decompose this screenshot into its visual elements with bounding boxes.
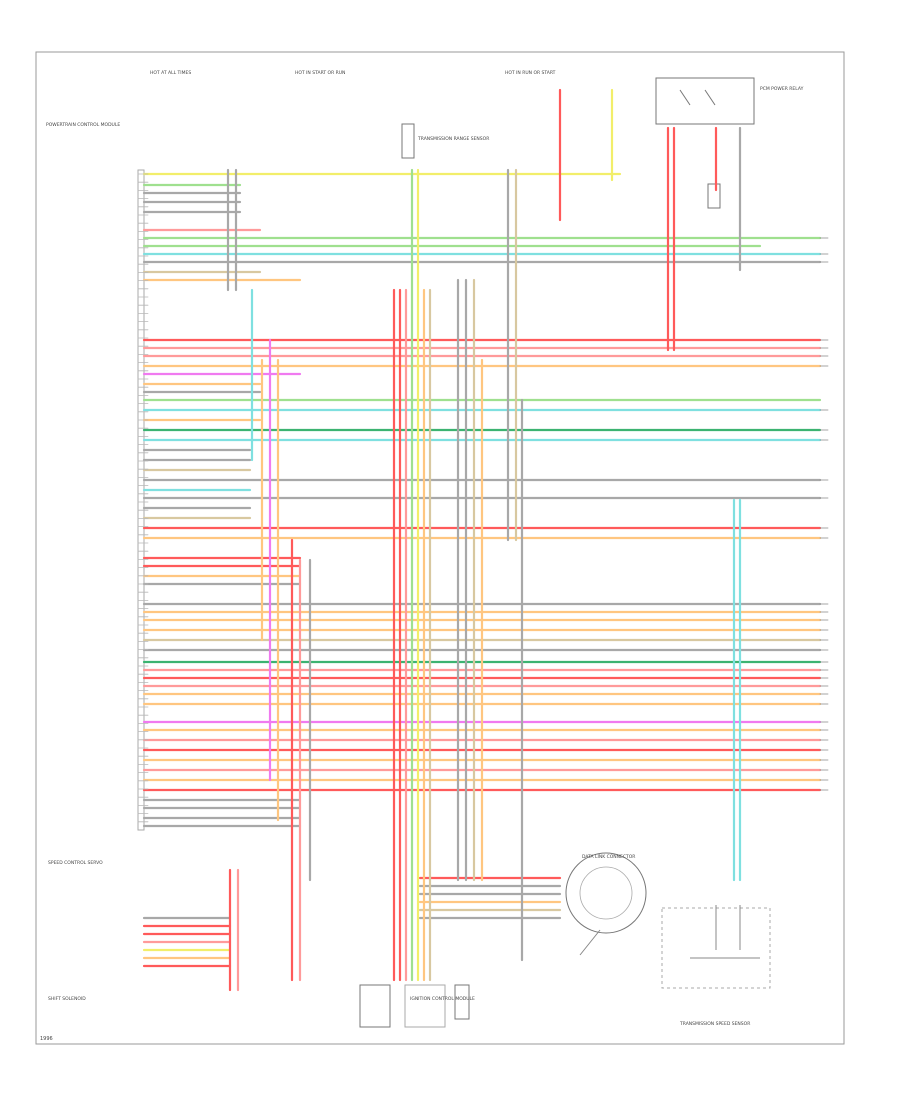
label-shift-solenoid: SHIFT SOLENOID (48, 996, 86, 1002)
label-data-link: DATA LINK CONNECTOR (582, 854, 635, 860)
ignition-control-module (359, 984, 470, 1028)
vertical-wires (137, 88, 742, 992)
label-hot-at-all-times: HOT AT ALL TIMES (150, 70, 191, 76)
transmission-range-sensor-box (401, 123, 415, 159)
transmission-speed-sensor (661, 905, 771, 989)
right-connector-terminals (819, 237, 829, 791)
page-footer: 1996 (40, 1036, 53, 1042)
fuse-box (707, 183, 721, 209)
label-hot-in-start: HOT IN START OR RUN (295, 70, 345, 76)
label-pcm-relay: PCM POWER RELAY (760, 86, 804, 92)
data-link-connector (565, 852, 647, 956)
diagram-frame (35, 51, 845, 1045)
label-transmission-range: TRANSMISSION RANGE SENSOR (417, 136, 489, 142)
pcm-power-relay (655, 77, 755, 125)
pcm-connector (137, 169, 145, 831)
label-pcm: POWERTRAIN CONTROL MODULE (46, 122, 120, 128)
label-ignition-module: IGNITION CONTROL MODULE (410, 996, 475, 1002)
label-transmission-speed: TRANSMISSION SPEED SENSOR (679, 1021, 750, 1027)
label-speed-control: SPEED CONTROL SERVO (48, 860, 103, 866)
label-hot-in-run: HOT IN RUN OR START (505, 70, 556, 76)
